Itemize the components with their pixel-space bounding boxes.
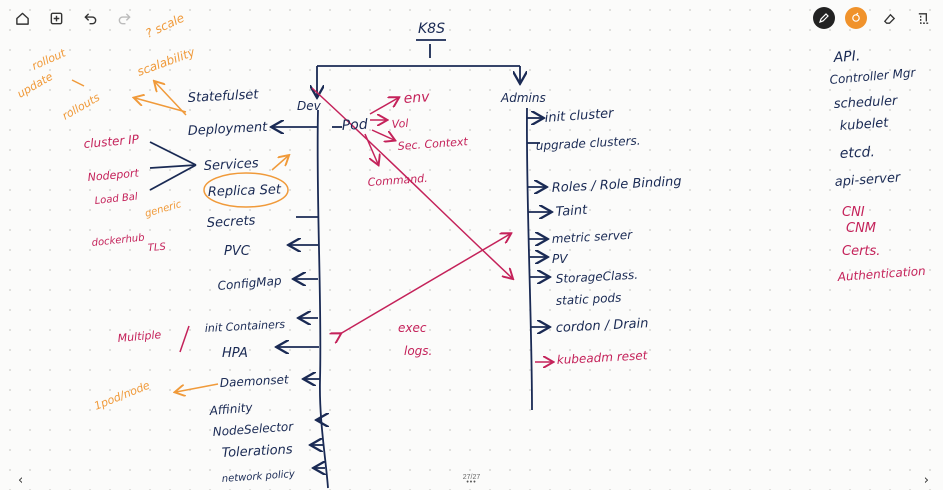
- prev-page-icon[interactable]: ‹: [18, 473, 24, 488]
- eraser-icon[interactable]: [877, 6, 901, 30]
- blue-note: api-server: [834, 170, 902, 190]
- blue-note: Taint: [555, 203, 588, 220]
- pink-note: logs.: [404, 344, 432, 358]
- blue-note: cordon / Drain: [555, 316, 648, 336]
- page-number: 27/27: [462, 474, 481, 481]
- blue-note: kubelet: [839, 116, 890, 134]
- pink-note: Nodeport: [87, 167, 140, 184]
- orange-note: rollout: [30, 46, 68, 73]
- pink-strokes: [179, 87, 552, 362]
- pink-note: kubeadm reset: [556, 348, 649, 367]
- blue-note: static pods: [555, 291, 621, 308]
- blue-note: Replica Set: [208, 182, 282, 200]
- pink-note: TLS: [147, 242, 166, 254]
- blue-note: Pod: [341, 117, 368, 134]
- blue-note: scheduler: [833, 94, 899, 112]
- blue-note: init cluster: [544, 106, 615, 126]
- blue-note: Services: [203, 156, 259, 174]
- k8s-title: K8S: [418, 21, 445, 37]
- blue-note: Controller Mgr: [829, 65, 917, 87]
- redo-icon[interactable]: [112, 6, 136, 30]
- blue-note: Tolerations: [221, 442, 293, 461]
- add-page-icon[interactable]: [44, 6, 68, 30]
- pink-note: Vol: [391, 117, 409, 131]
- pink-note: dockerhub: [91, 232, 145, 248]
- blue-note: PV: [552, 252, 568, 266]
- blue-note: Affinity: [208, 400, 254, 418]
- pink-note: CNI: [842, 205, 865, 220]
- next-page-icon[interactable]: ›: [923, 473, 929, 488]
- page-indicator: 27/27 •••: [0, 474, 943, 486]
- blue-strokes: [149, 39, 550, 489]
- pen-icon[interactable]: [813, 7, 835, 29]
- orange-note: update: [15, 70, 55, 101]
- blue-note: Roles / Role Binding: [551, 174, 681, 196]
- orange-strokes: [71, 79, 288, 392]
- blue-note: metric server: [551, 228, 633, 246]
- blue-note: Admins: [500, 91, 546, 105]
- pink-note: Sec. Context: [397, 135, 468, 153]
- pink-note: Load Bal: [94, 192, 138, 207]
- highlighter-icon[interactable]: [845, 7, 867, 29]
- blue-note: upgrade clusters.: [535, 134, 640, 153]
- blue-note: Daemonset: [219, 372, 290, 390]
- orange-note: rollouts: [60, 91, 102, 123]
- pink-note: Multiple: [117, 328, 162, 345]
- blue-note: Secrets: [206, 213, 256, 231]
- blue-note: NodeSelector: [212, 419, 294, 439]
- toolbar-right: [813, 6, 935, 30]
- pink-note: Certs.: [842, 244, 880, 259]
- ink-text-layer: K8S StatefulsetDeploymentServicesReplica …: [15, 11, 926, 485]
- blue-note: Statefulset: [187, 87, 259, 106]
- pink-note: Authentication: [836, 264, 926, 284]
- lasso-icon[interactable]: [911, 6, 935, 30]
- orange-note: ? scale: [143, 11, 186, 41]
- orange-note: scalability: [135, 45, 197, 79]
- blue-note: init Containers: [204, 318, 285, 335]
- pink-note: env: [403, 89, 431, 107]
- toolbar-left: [10, 6, 136, 30]
- orange-note: 1pod/node: [92, 379, 152, 413]
- orange-note: generic: [144, 199, 183, 220]
- blue-note: etcd.: [839, 144, 875, 162]
- blue-note: Deployment: [187, 120, 268, 139]
- blue-note: StorageClass.: [555, 268, 638, 286]
- blue-note: ConfigMap: [217, 273, 282, 293]
- undo-icon[interactable]: [78, 6, 102, 30]
- blue-note: network policy: [221, 469, 296, 485]
- blue-note: Dev: [297, 99, 322, 113]
- blue-note: HPA: [222, 346, 248, 361]
- pink-note: CNM: [846, 221, 876, 236]
- home-icon[interactable]: [10, 6, 34, 30]
- blue-note: PVC: [224, 244, 251, 259]
- blue-note: API.: [832, 48, 861, 66]
- pink-note: exec: [398, 321, 427, 335]
- pink-note: Command.: [367, 172, 428, 189]
- page-dots: •••: [466, 479, 477, 486]
- pink-note: cluster IP: [83, 132, 140, 151]
